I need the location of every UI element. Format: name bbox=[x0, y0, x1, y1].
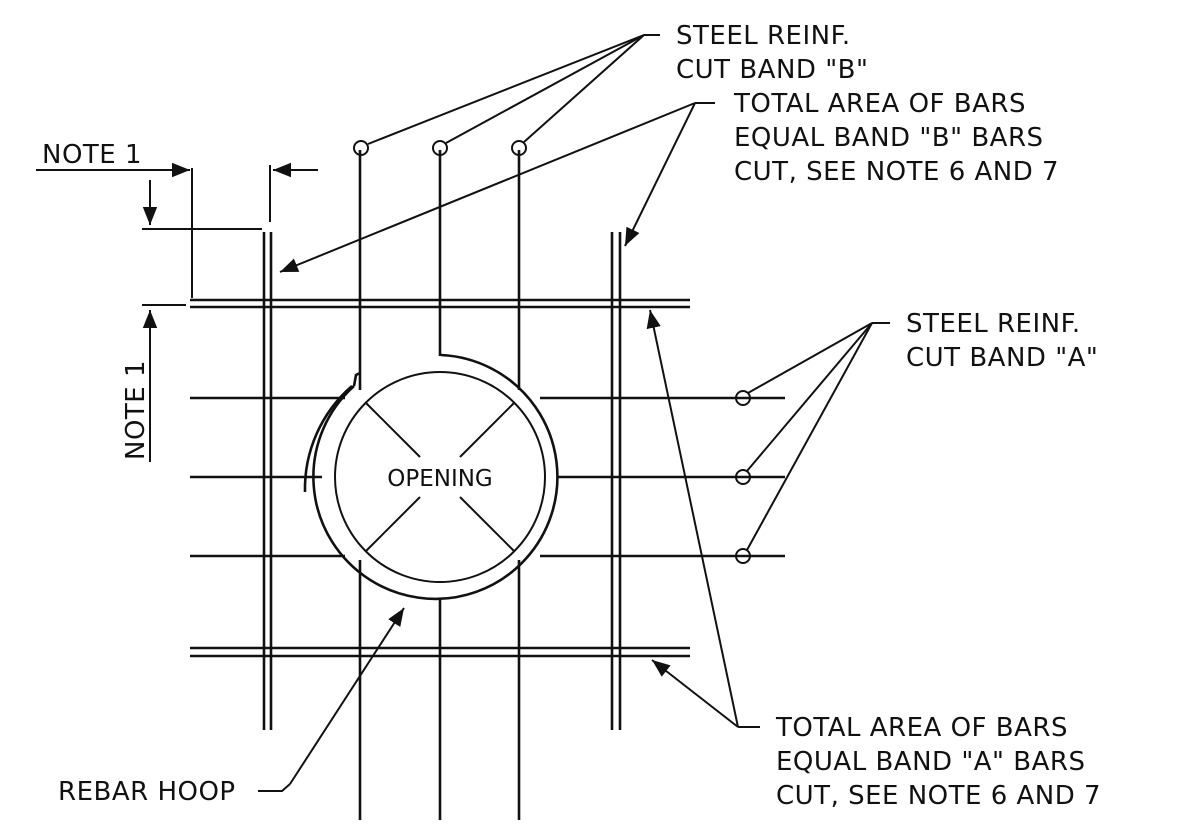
total-area-band-a-line-1: TOTAL AREA OF BARS bbox=[775, 713, 1068, 743]
steel-reinf-band-b-label: STEEL REINF. CUT BAND "B" bbox=[676, 21, 868, 85]
steel-reinf-band-a-line-2: CUT BAND "A" bbox=[906, 343, 1098, 373]
leader-band-b bbox=[523, 34, 645, 143]
total-area-band-a-label: TOTAL AREA OF BARS EQUAL BAND "A" BARS C… bbox=[775, 713, 1101, 811]
rebar-hoop-ring bbox=[312, 353, 559, 601]
leader-band-b bbox=[445, 34, 645, 144]
rebar-hoop-hook bbox=[352, 371, 361, 387]
leader-total-area-a bbox=[651, 659, 739, 728]
band-a-cut-marker bbox=[735, 469, 751, 485]
opening-cross-line bbox=[459, 496, 515, 552]
note1-dimensions bbox=[36, 162, 318, 462]
opening-cross-line bbox=[365, 402, 421, 458]
band-a-cut-marker bbox=[735, 548, 751, 564]
rebar-hoop bbox=[303, 353, 559, 601]
steel-reinf-band-a-label: STEEL REINF. CUT BAND "A" bbox=[906, 309, 1098, 373]
total-area-band-b-line-1: TOTAL AREA OF BARS bbox=[733, 89, 1026, 119]
steel-reinf-band-b-line-2: CUT BAND "B" bbox=[676, 55, 868, 85]
cut-bar-markers bbox=[353, 140, 751, 564]
leader-total-area-a bbox=[646, 309, 739, 728]
rebar-hoop-lap bbox=[303, 385, 353, 493]
band-b-cut-marker bbox=[353, 140, 369, 156]
leader-band-a bbox=[746, 322, 873, 551]
leaders bbox=[258, 34, 890, 792]
total-area-band-b-line-3: CUT, SEE NOTE 6 AND 7 bbox=[734, 157, 1059, 187]
band-a-cut-marker bbox=[735, 390, 751, 406]
note1-top-label: NOTE 1 bbox=[42, 140, 142, 170]
opening-cross-line bbox=[459, 402, 515, 458]
leader-band-b bbox=[367, 34, 645, 145]
total-area-band-a-line-3: CUT, SEE NOTE 6 AND 7 bbox=[776, 781, 1101, 811]
total-area-band-b-line-2: EQUAL BAND "B" BARS bbox=[734, 123, 1044, 153]
note1-side-label: NOTE 1 bbox=[121, 360, 151, 460]
leader-band-a bbox=[746, 322, 873, 472]
steel-reinf-band-a-line-1: STEEL REINF. bbox=[906, 309, 1081, 339]
opening-circle bbox=[334, 371, 546, 583]
rebar-hoop-label: REBAR HOOP bbox=[58, 777, 236, 807]
total-area-band-b-label: TOTAL AREA OF BARS EQUAL BAND "B" BARS C… bbox=[733, 89, 1059, 187]
opening-cross-line bbox=[365, 496, 421, 552]
band-b-bars bbox=[262, 150, 622, 820]
steel-reinf-band-b-line-1: STEEL REINF. bbox=[676, 21, 851, 51]
leader-rebar-hoop bbox=[289, 607, 405, 785]
leader-band-a bbox=[747, 322, 873, 394]
band-b-cut-marker bbox=[432, 140, 448, 156]
opening: OPENING bbox=[334, 371, 546, 583]
leader-rebar-hoop bbox=[258, 783, 291, 792]
leader-total-area-b bbox=[624, 102, 696, 247]
opening-label: OPENING bbox=[387, 466, 493, 492]
band-b-cut-marker bbox=[511, 140, 527, 156]
total-area-band-a-line-2: EQUAL BAND "A" BARS bbox=[776, 747, 1085, 777]
leader-total-area-b bbox=[279, 102, 696, 273]
